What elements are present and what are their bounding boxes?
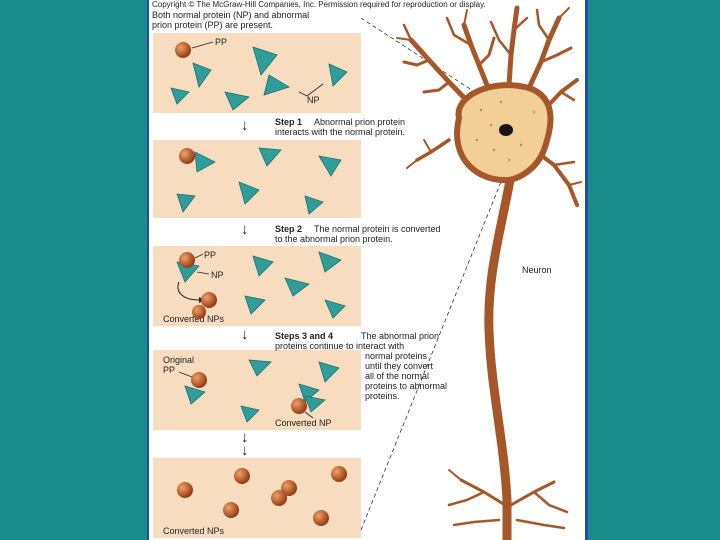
normal-protein — [319, 362, 339, 382]
normal-protein — [285, 278, 309, 296]
normal-protein — [264, 75, 289, 95]
label-pointer — [197, 272, 209, 274]
prion-protein — [191, 372, 207, 388]
normal-protein — [245, 296, 265, 314]
normal-protein — [177, 194, 195, 212]
normal-protein — [185, 386, 205, 404]
normal-protein — [305, 396, 325, 412]
neuron-nucleus — [499, 124, 513, 136]
prion-protein — [179, 252, 195, 268]
converted-np — [234, 468, 250, 484]
normal-protein — [195, 152, 215, 172]
converted-np — [201, 292, 217, 308]
normal-protein — [171, 88, 189, 104]
normal-protein — [325, 300, 345, 318]
illustration-layer — [149, 0, 585, 540]
normal-protein — [305, 196, 323, 214]
normal-protein — [253, 47, 277, 75]
normal-protein — [249, 360, 271, 376]
label-pointer — [305, 412, 313, 418]
normal-protein — [319, 156, 341, 176]
converted-np — [291, 398, 307, 414]
label-pointer — [179, 372, 192, 377]
normal-protein — [259, 148, 281, 166]
converted-np — [177, 482, 193, 498]
converted-np — [313, 510, 329, 526]
normal-protein — [239, 182, 259, 204]
converted-np — [223, 502, 239, 518]
normal-protein — [193, 63, 211, 87]
label-pointer — [192, 42, 213, 48]
conversion-arrow — [178, 282, 199, 300]
converted-np — [331, 466, 347, 482]
figure-slide: Copyright © The McGraw-Hill Companies, I… — [147, 0, 588, 540]
normal-protein — [241, 406, 259, 422]
normal-protein — [253, 256, 273, 276]
label-pointer — [195, 254, 203, 258]
normal-protein — [225, 92, 249, 110]
neuron-axon — [489, 175, 511, 540]
converted-np — [271, 490, 287, 506]
prion-protein — [175, 42, 191, 58]
converted-np — [192, 305, 206, 319]
prion-protein — [179, 148, 195, 164]
normal-protein — [319, 252, 341, 272]
normal-protein — [329, 64, 347, 86]
zoom-line — [361, 132, 521, 530]
label-pointer — [299, 84, 323, 96]
